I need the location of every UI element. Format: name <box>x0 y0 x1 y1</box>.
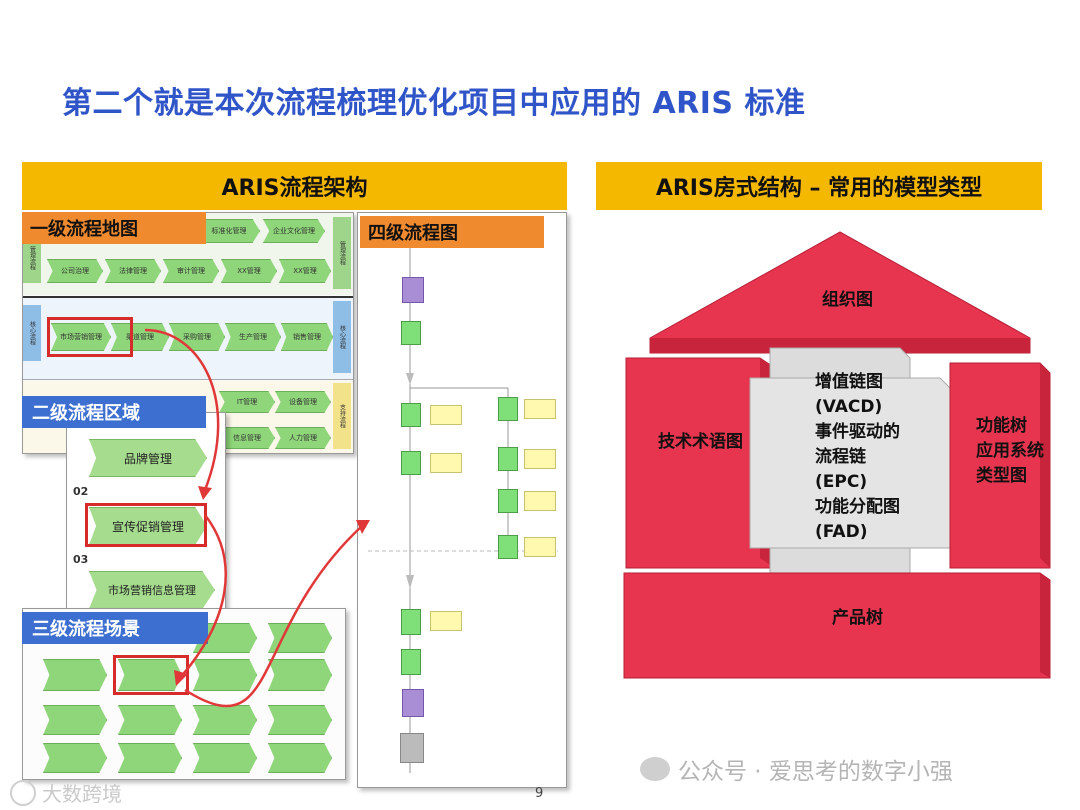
process-chevron: 审计管理 <box>163 259 219 283</box>
function-box <box>401 451 421 475</box>
roof-label: 组织图 <box>822 288 873 313</box>
process-chevron: XX管理 <box>221 259 277 283</box>
process-chevron <box>193 705 257 735</box>
right-banner-text: ARIS房式结构 – 常用的模型类型 <box>656 170 982 202</box>
level1-tag: 一级流程地图 <box>22 212 206 244</box>
highlight-box <box>85 503 207 547</box>
process-chevron <box>268 659 332 691</box>
end-event-box <box>400 733 424 763</box>
data-box <box>524 399 556 419</box>
process-chevron: 公司治理 <box>47 259 103 283</box>
center-line: (EPC) <box>815 470 900 495</box>
side-label-right: 核心流程 <box>333 301 351 373</box>
function-box <box>401 321 421 345</box>
level2-tag: 二级流程区域 <box>22 396 206 428</box>
left-banner: ARIS流程架构 <box>22 162 567 210</box>
watermark-right: 公众号 · 爱思考的数字小强 <box>640 752 953 786</box>
process-chevron <box>118 705 182 735</box>
level4-tag: 四级流程图 <box>360 216 544 248</box>
data-box <box>430 405 462 425</box>
slide-title: 第二个就是本次流程梳理优化项目中应用的 ARIS 标准 <box>62 78 805 122</box>
center-line: 流程链 <box>815 445 900 470</box>
side-label-left: 核心流程 <box>23 305 41 361</box>
right-banner: ARIS房式结构 – 常用的模型类型 <box>596 162 1042 210</box>
level2-num: 02 <box>73 485 88 498</box>
process-chevron <box>193 743 257 773</box>
function-box <box>498 535 518 559</box>
highlight-box <box>113 655 189 695</box>
center-line: (VACD) <box>815 395 900 420</box>
function-box <box>401 609 421 635</box>
center-line: 事件驱动的 <box>815 420 900 445</box>
data-box <box>430 453 462 473</box>
process-chevron: 标准化管理 <box>198 219 260 243</box>
center-labels: 增值链图 (VACD) 事件驱动的 流程链 (EPC) 功能分配图 (FAD) <box>815 370 900 545</box>
right-wall-line: 功能树 <box>976 414 1044 439</box>
data-box <box>524 537 556 557</box>
function-box <box>401 649 421 675</box>
process-chevron: 法律管理 <box>105 259 161 283</box>
process-chevron <box>268 705 332 735</box>
function-box <box>401 403 421 427</box>
process-chevron <box>43 659 107 691</box>
function-box <box>498 447 518 471</box>
process-chevron: 采购管理 <box>169 323 225 351</box>
function-box <box>498 489 518 513</box>
data-box <box>430 611 462 631</box>
process-chevron: IT管理 <box>219 391 275 413</box>
watermark-logo-icon <box>10 780 36 806</box>
event-box <box>402 689 424 717</box>
process-chevron <box>43 743 107 773</box>
process-chevron: 人力管理 <box>275 427 331 449</box>
level2-area-panel: 品牌管理 02 宣传促销管理 03 市场营销信息管理 <box>66 412 226 624</box>
base-label: 产品树 <box>832 606 883 631</box>
process-chevron <box>43 705 107 735</box>
process-chevron: 销售管理 <box>281 323 333 351</box>
process-chevron <box>118 743 182 773</box>
wechat-icon <box>640 757 670 781</box>
process-chevron <box>268 743 332 773</box>
process-chevron <box>268 623 332 653</box>
highlight-box <box>47 317 133 357</box>
center-line: 功能分配图 <box>815 495 900 520</box>
lane-divider <box>23 379 353 380</box>
process-chevron: 生产管理 <box>225 323 281 351</box>
event-box <box>402 277 424 303</box>
right-wall-line: 类型图 <box>976 464 1044 489</box>
process-chevron: 信息管理 <box>219 427 275 449</box>
side-label-right: 支持流程 <box>333 383 351 449</box>
right-wall-labels: 功能树 应用系统 类型图 <box>976 414 1044 489</box>
process-chevron <box>193 659 257 691</box>
page-number: 9 <box>535 786 543 801</box>
center-line: (FAD) <box>815 520 900 545</box>
data-box <box>524 449 556 469</box>
process-chevron: 设备管理 <box>275 391 331 413</box>
left-wall-label: 技术术语图 <box>658 430 743 455</box>
level2-num: 03 <box>73 553 88 566</box>
process-chevron: XX管理 <box>279 259 331 283</box>
right-wall-line: 应用系统 <box>976 439 1044 464</box>
side-label-right: 管理流程 <box>333 217 351 289</box>
level4-diagram-panel <box>357 212 567 788</box>
center-line: 增值链图 <box>815 370 900 395</box>
lane-divider <box>23 296 353 298</box>
level2-item: 品牌管理 <box>89 439 207 477</box>
function-box <box>498 397 518 421</box>
level3-tag: 三级流程场景 <box>22 612 208 644</box>
data-box <box>524 491 556 511</box>
level2-item: 市场营销信息管理 <box>89 571 215 609</box>
left-banner-text: ARIS流程架构 <box>222 170 368 202</box>
process-chevron: 企业文化管理 <box>263 219 325 243</box>
watermark-left: 大数跨境 <box>10 778 122 807</box>
